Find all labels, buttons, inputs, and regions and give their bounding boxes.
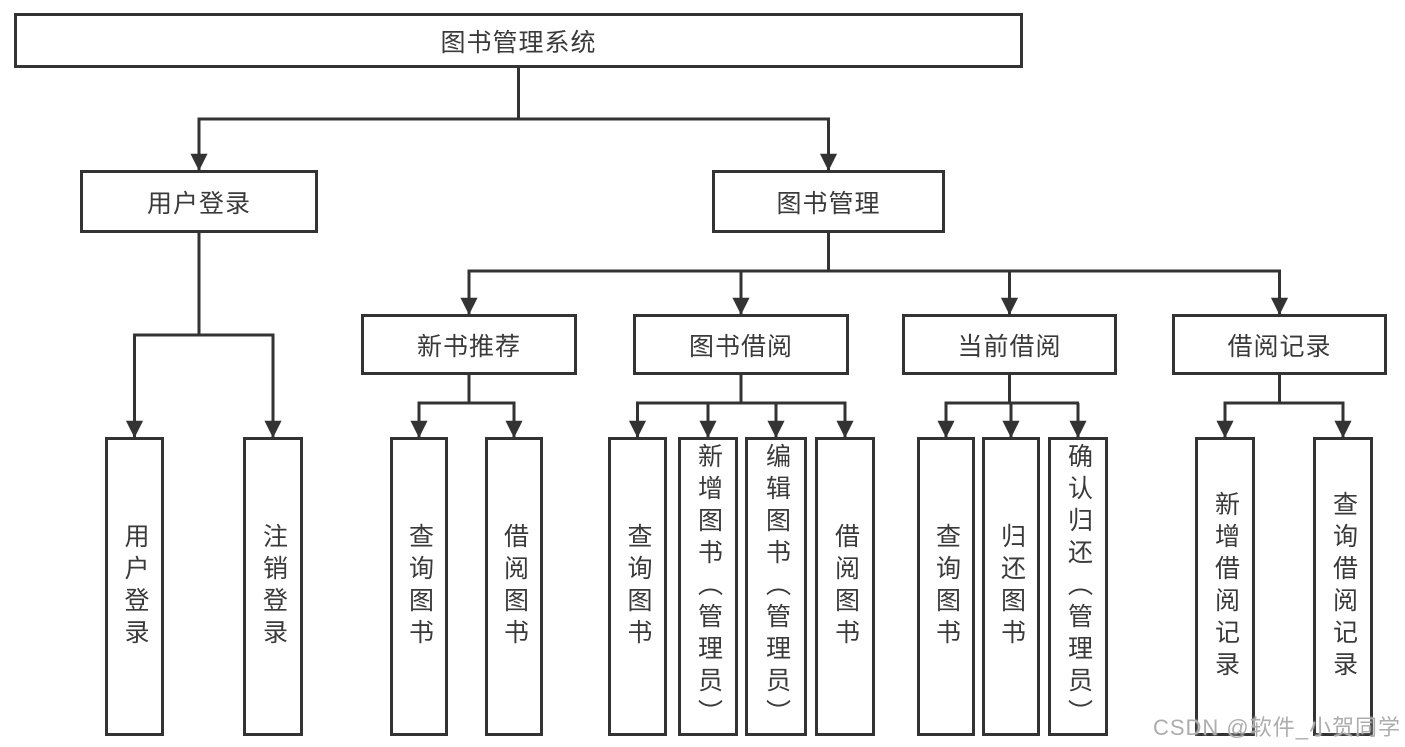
node-leaf-edit-book-admin: 编辑图书（管理员）: [745, 437, 807, 736]
node-label: 归还图书: [997, 522, 1026, 651]
node-label: 用户登录: [146, 189, 251, 218]
node-leaf-query-books-borrowing: 查询图书: [608, 437, 667, 736]
node-label: 查询借阅记录: [1329, 490, 1358, 683]
node-label: 借阅图书: [831, 522, 860, 651]
node-leaf-logout: 注销登录: [243, 437, 303, 736]
node-label: 借阅记录: [1227, 332, 1332, 361]
node-new-book-recommend: 新书推荐: [361, 314, 577, 375]
node-label: 注销登录: [259, 522, 288, 651]
node-leaf-user-login: 用户登录: [105, 437, 164, 736]
node-leaf-add-book-admin: 新增图书（管理员）: [678, 437, 738, 736]
node-label: 确认归还（管理员）: [1064, 442, 1093, 731]
node-label: 图书借阅: [688, 332, 793, 361]
node-leaf-borrow-books-borrowing: 借阅图书: [815, 437, 875, 736]
node-leaf-add-borrow-record: 新增借阅记录: [1195, 437, 1255, 736]
node-label: 当前借阅: [957, 332, 1062, 361]
node-leaf-borrow-books-recommend: 借阅图书: [485, 437, 543, 736]
node-book-management: 图书管理: [712, 170, 945, 233]
node-label: 图书管理: [776, 189, 881, 218]
csdn-watermark: CSDN @软件_小贺同学: [1152, 715, 1401, 740]
node-label: 新增借阅记录: [1211, 490, 1240, 683]
node-label: 查询图书: [932, 522, 961, 651]
node-label: 新增图书（管理员）: [694, 442, 723, 731]
node-label: 查询图书: [405, 522, 434, 651]
node-leaf-return-books: 归还图书: [982, 437, 1040, 736]
node-label: 新书推荐: [416, 332, 521, 361]
node-label: 用户登录: [121, 522, 149, 651]
node-book-borrowing: 图书借阅: [633, 314, 849, 375]
node-current-borrowing: 当前借阅: [902, 314, 1117, 375]
node-leaf-query-borrow-record: 查询借阅记录: [1313, 437, 1373, 736]
node-leaf-query-books-current: 查询图书: [917, 437, 975, 736]
node-leaf-confirm-return-admin: 确认归还（管理员）: [1048, 437, 1108, 736]
node-user-login: 用户登录: [80, 170, 318, 233]
node-borrowing-records: 借阅记录: [1172, 314, 1387, 375]
node-label: 借阅图书: [500, 522, 529, 651]
node-label: 编辑图书（管理员）: [762, 442, 791, 731]
node-root-system: 图书管理系统: [14, 13, 1023, 68]
node-label: 图书管理系统: [440, 28, 597, 57]
node-label: 查询图书: [624, 522, 652, 651]
node-leaf-query-books-recommend: 查询图书: [390, 437, 448, 736]
